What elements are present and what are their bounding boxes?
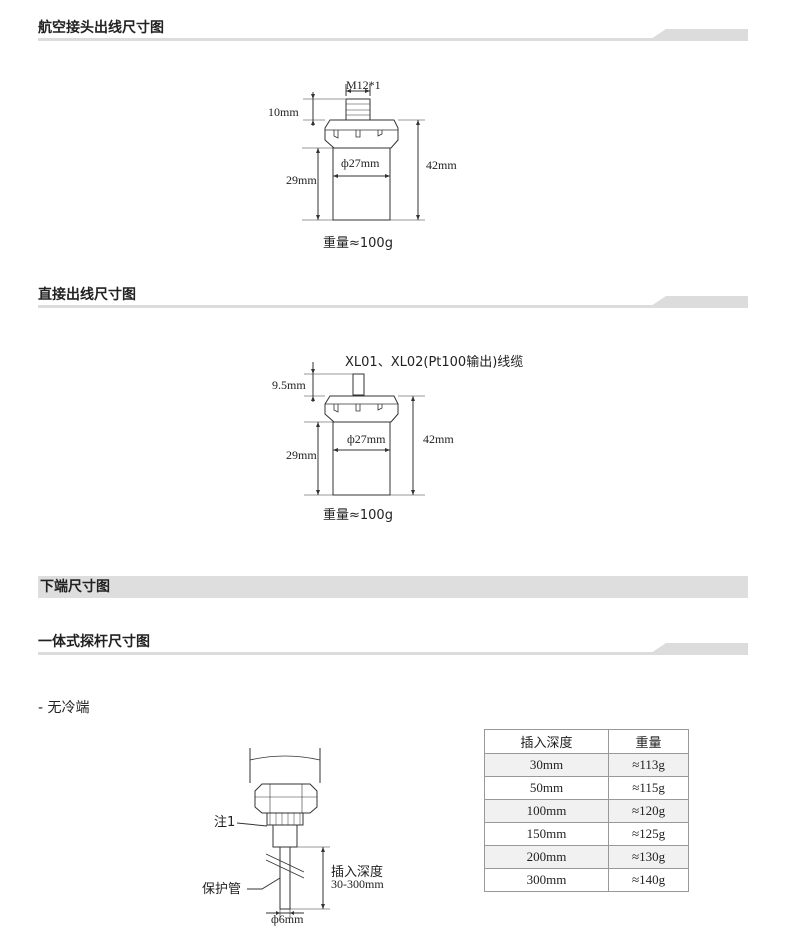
section-header-probe: 一体式探杆尺寸图: [38, 633, 748, 655]
direct-cable-diagram: XL01、XL02(Pt100输出)线缆 9.5mm ф27mm 29mm 42…: [272, 354, 523, 523]
total-height-label: 42mm: [426, 158, 457, 172]
hex-nut: [254, 783, 318, 814]
cell-weight: ≈125g: [608, 822, 689, 846]
header-rule: [38, 38, 748, 41]
depth-label: 插入深度: [331, 864, 383, 880]
diameter-label: ф27mm: [347, 432, 386, 446]
cell-weight: ≈130g: [608, 845, 689, 869]
cable-stub: [352, 373, 365, 396]
total-height-label: 42mm: [423, 432, 454, 446]
table-row: 30mm≈113g: [483, 753, 689, 777]
cell-depth: 150mm: [483, 822, 610, 846]
section-title: 航空接头出线尺寸图: [38, 20, 164, 36]
body-height-label: 29mm: [286, 173, 317, 187]
cell-weight: ≈113g: [608, 753, 689, 777]
diameter-label: ф27mm: [341, 156, 380, 170]
connector-body: [332, 147, 391, 221]
table-header-row: 插入深度 重量: [483, 729, 689, 754]
cable-label: XL01、XL02(Pt100输出)线缆: [345, 354, 523, 370]
note-label: 注1: [214, 815, 235, 830]
cell-weight: ≈115g: [608, 776, 689, 800]
table-row: 50mm≈115g: [483, 776, 689, 800]
section-header-direct: 直接出线尺寸图: [38, 286, 748, 308]
cell-depth: 50mm: [483, 776, 610, 800]
weight-table: 插入深度 重量 30mm≈113g 50mm≈115g 100mm≈120g 1…: [483, 729, 689, 892]
thread-section: [266, 812, 304, 826]
cell-depth: 200mm: [483, 845, 610, 869]
table-row: 200mm≈130g: [483, 845, 689, 869]
table-row: 100mm≈120g: [483, 799, 689, 823]
protection-tube: [279, 846, 291, 910]
header-rule: [38, 652, 748, 655]
section-header-aviation: 航空接头出线尺寸图: [38, 19, 748, 41]
aviation-connector-diagram: M12*1 10mm ф27mm 29mm 42mm 重量≈100g: [268, 78, 457, 251]
no-cold-end-heading: - 无冷端: [38, 700, 90, 716]
weight-label: 重量≈100g: [323, 507, 393, 523]
tube-label: 保护管: [202, 882, 241, 897]
cell-weight: ≈140g: [608, 868, 689, 892]
diameter-label: ф6mm: [271, 912, 304, 926]
table-row: 150mm≈125g: [483, 822, 689, 846]
header-rule: [38, 305, 748, 308]
connector-cap: [324, 395, 399, 423]
cell-depth: 100mm: [483, 799, 610, 823]
connector-cap: [324, 119, 399, 149]
column-header-depth: 插入深度: [483, 729, 610, 754]
thread-stub: [345, 98, 371, 121]
top-height-label: 9.5mm: [272, 378, 306, 392]
section-title: 直接出线尺寸图: [38, 287, 136, 303]
column-header-weight: 重量: [608, 729, 689, 754]
probe-diagram: 注1 保护管 插入深度 30-300mm ф6mm: [202, 748, 384, 926]
cell-weight: ≈120g: [608, 799, 689, 823]
depth-range-label: 30-300mm: [331, 877, 384, 891]
cell-depth: 300mm: [483, 868, 610, 892]
section-title: 下端尺寸图: [40, 579, 110, 595]
thread-label: M12*1: [346, 78, 381, 92]
section-header-bottom: 下端尺寸图: [38, 576, 748, 598]
cell-depth: 30mm: [483, 753, 610, 777]
connector-body: [332, 421, 391, 496]
weight-label: 重量≈100g: [323, 235, 393, 251]
top-height-label: 10mm: [268, 105, 299, 119]
table-row: 300mm≈140g: [483, 868, 689, 892]
section-title: 一体式探杆尺寸图: [38, 634, 150, 650]
body-height-label: 29mm: [286, 448, 317, 462]
